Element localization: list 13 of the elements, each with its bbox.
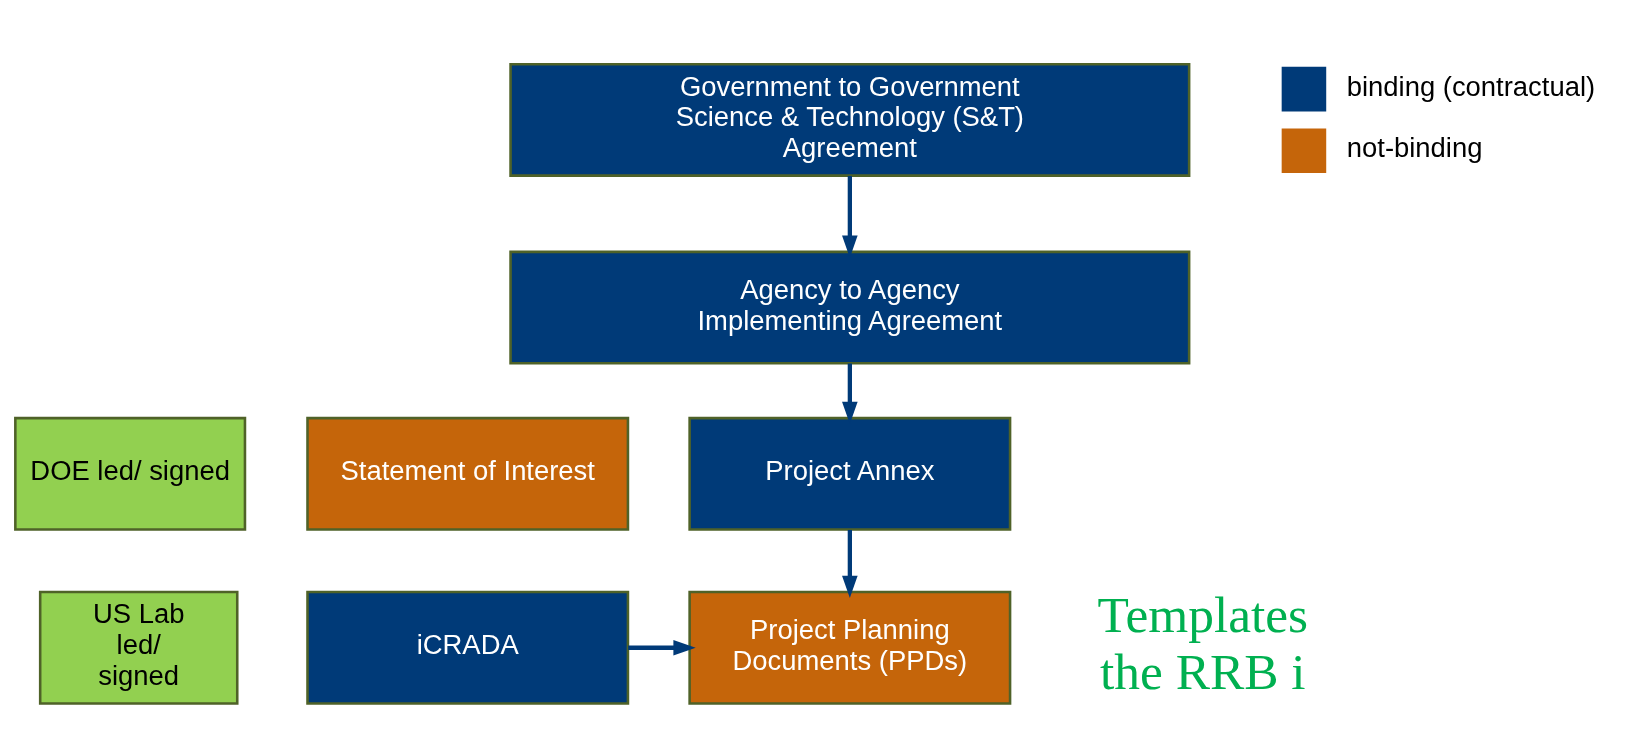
- legend-label: not-binding: [1346, 132, 1483, 164]
- node-box: Project Planning Documents (PPDs): [688, 590, 1012, 705]
- node-box: iCRADA: [306, 590, 630, 705]
- arrow: [628, 639, 696, 656]
- node-box: DOE led/ signed: [14, 416, 247, 531]
- arrow: [842, 529, 858, 599]
- label: Templates the RRB i: [1097, 586, 1309, 700]
- node-box: Government to Government Science & Technology (S&T) Agreement: [509, 63, 1191, 177]
- node-box: US Lab led/ signed: [38, 590, 239, 705]
- node-box: Statement of Interest: [306, 416, 630, 531]
- legend-label: binding (contractual): [1346, 70, 1596, 102]
- node-box: Agency to Agency Implementing Agreement: [509, 250, 1191, 365]
- node-box: Project Annex: [688, 416, 1012, 531]
